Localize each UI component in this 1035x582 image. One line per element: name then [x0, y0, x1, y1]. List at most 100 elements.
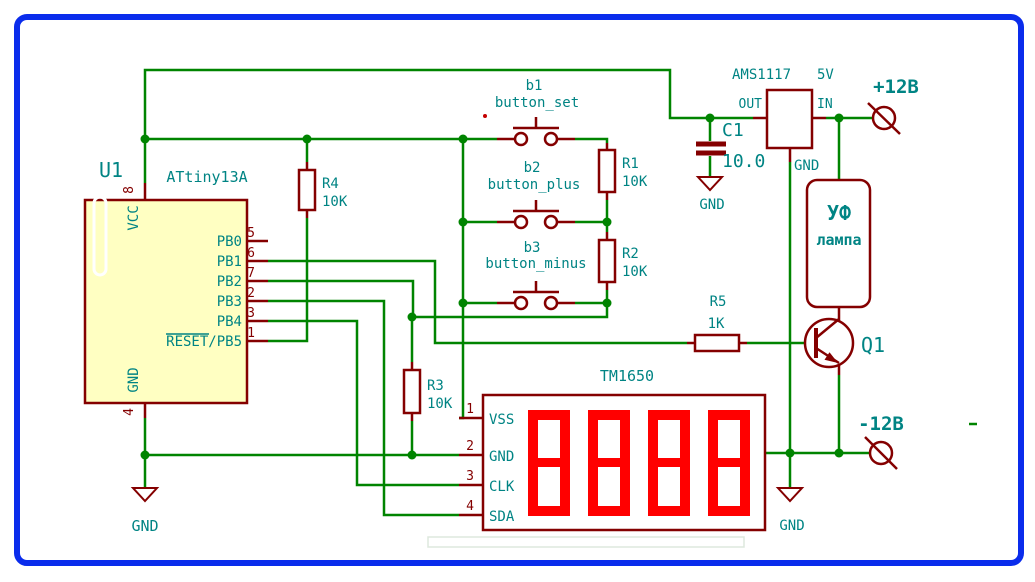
pin-label-pb1: PB1 [217, 254, 242, 270]
minus12-label: -12В [858, 413, 904, 435]
display-pin-number: 2 [466, 439, 474, 454]
mcu-u1: U1 ATtiny13A 8 VCC 4 GND 5 6 7 2 3 1 PB0… [83, 158, 268, 418]
pin-number: 7 [247, 266, 255, 281]
junction [602, 298, 612, 308]
resistor-value: 10K [622, 264, 648, 280]
stray-dot [483, 114, 487, 118]
lamp-subtitle: лампа [816, 231, 861, 249]
pin-label-pb4: PB4 [217, 314, 242, 330]
regulator-name: AMS1117 [732, 67, 791, 83]
gnd-label: GND [131, 517, 158, 535]
wire-pb4-clk [268, 319, 459, 487]
pin-label-pb2: PB2 [217, 274, 242, 290]
regulator-pin-in: IN [817, 97, 833, 112]
button-symbol [497, 281, 575, 305]
gnd-arrow-icon [775, 487, 805, 503]
button-contact [513, 295, 529, 311]
wire-b1-leads [463, 137, 609, 143]
digit-window [718, 467, 740, 506]
lamp-title: УФ [827, 201, 851, 225]
pin-label-pb0: PB0 [217, 234, 242, 250]
wire-pb2-net [268, 279, 609, 362]
junction [458, 298, 468, 308]
wire-b2-leads [463, 200, 609, 232]
gnd-arrow-icon [130, 487, 160, 503]
button-contact [513, 131, 529, 147]
connector-slash [864, 436, 898, 470]
pin-number: 3 [247, 306, 255, 321]
regulator-pin-out: OUT [739, 97, 763, 112]
mcu-vcc-label: VCC [126, 205, 142, 230]
seven-segment-digit [588, 410, 630, 516]
digit-window [598, 420, 620, 458]
display-tm1650: TM1650 1 2 3 4 VSS GND CLK SDA [427, 367, 767, 548]
display-pin-sda: SDA [489, 509, 515, 525]
emitter-arrow-icon [824, 352, 838, 363]
plus12-label: +12В [873, 76, 919, 98]
button-contact [543, 214, 559, 230]
button-b2: b2 button_plus [488, 160, 580, 230]
gnd-arrow-icon [695, 176, 725, 192]
junction [785, 448, 795, 458]
pin-label-pb3: PB3 [217, 294, 242, 310]
regulator-ams1117: AMS1117 5V OUT IN GND [732, 67, 834, 174]
wire-button-col-vss [459, 139, 465, 420]
seven-segment-digit [708, 410, 750, 516]
display-pin-stubs [459, 416, 483, 517]
pin-number: 2 [247, 286, 255, 301]
mcu-body [83, 198, 249, 405]
junction-dots [140, 113, 844, 460]
display-name: TM1650 [600, 367, 654, 385]
resistor-value: 10K [622, 174, 648, 190]
button-label: button_set [495, 95, 579, 111]
junction [458, 134, 468, 144]
junction [140, 134, 150, 144]
button-contact [513, 214, 529, 230]
gnd-symbol-left: GND [130, 487, 160, 535]
button-ref: b2 [524, 160, 541, 176]
digit-window [718, 420, 740, 458]
button-b3: b3 button_minus [485, 240, 587, 311]
junction [302, 134, 312, 144]
button-contact [543, 295, 559, 311]
capacitor-value: 10.0 [722, 151, 765, 172]
resistor-value: 1K [708, 316, 725, 332]
junction [834, 113, 844, 123]
capacitor-plates [696, 141, 726, 156]
resistor-r3: R3 10K [402, 362, 453, 421]
pin-label-reset-pb5: RESET/PB5 [166, 334, 242, 350]
digit-window [658, 420, 680, 458]
button-symbol [497, 200, 575, 224]
resistor-body [297, 168, 317, 212]
seven-segment-digit [528, 410, 570, 516]
resistor-body [693, 333, 741, 353]
pin-number: 5 [247, 226, 255, 241]
junction [458, 217, 468, 227]
faint-box [427, 536, 745, 548]
mcu-ref: U1 [99, 158, 123, 182]
display-pin-number: 4 [466, 499, 474, 514]
resistor-ref: R3 [427, 378, 444, 394]
pin-number: 1 [247, 326, 255, 341]
resistor-ref: R2 [622, 246, 639, 262]
gnd-label: GND [779, 518, 804, 534]
regulator-pin-stubs [753, 116, 826, 162]
junction [407, 312, 417, 322]
connector-slash [867, 102, 901, 135]
resistor-r4: R4 10K [297, 162, 348, 218]
display-pin-number: 1 [466, 402, 474, 417]
pin-number: 6 [247, 246, 255, 261]
resistor-value: 10K [427, 396, 453, 412]
wire-pb1-r5 [268, 259, 687, 345]
transistor-q1: Q1 [803, 307, 885, 375]
digit-window [538, 467, 560, 506]
gnd-symbol-right: GND [775, 487, 805, 534]
digit-window [658, 467, 680, 506]
digit-window [598, 467, 620, 506]
mcu-pin-stubs [143, 183, 268, 418]
junction [602, 217, 612, 227]
wire-in-lamp [826, 116, 873, 180]
display-pin-number: 3 [466, 469, 474, 484]
